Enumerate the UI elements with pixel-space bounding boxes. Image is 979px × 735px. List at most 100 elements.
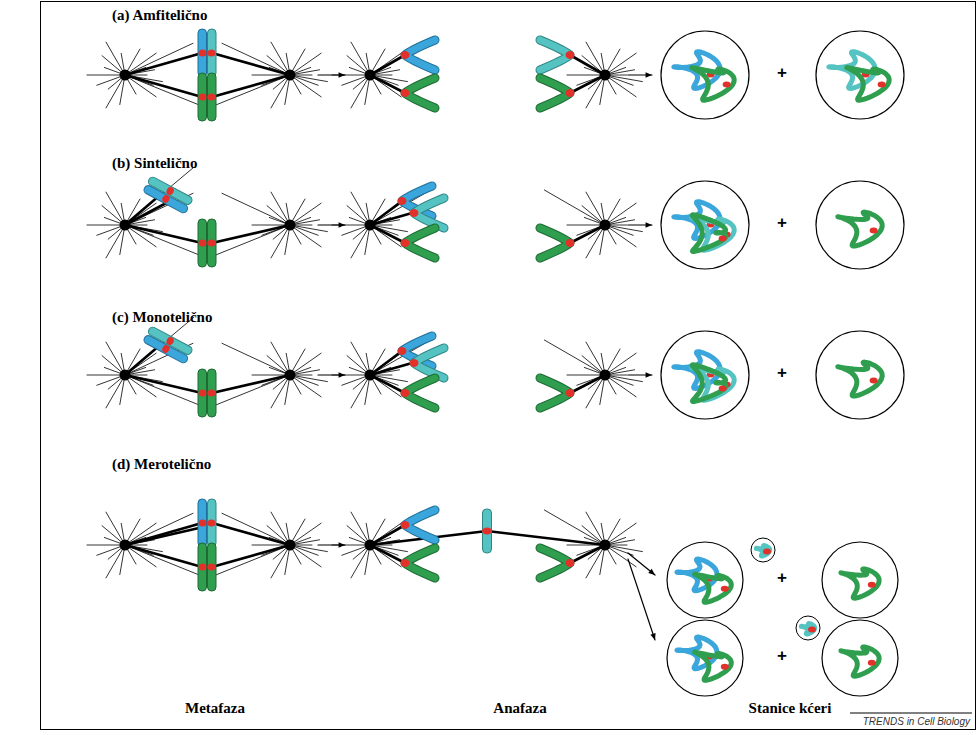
plus-sign: + (777, 214, 787, 233)
centromere (870, 377, 878, 383)
aster-ray (290, 375, 327, 382)
aster-ray (605, 353, 636, 375)
chromatin (692, 215, 726, 252)
aster-ray (332, 545, 370, 546)
source-rule (850, 713, 972, 714)
kinetochore (566, 239, 575, 247)
sister-chromatid (198, 499, 207, 547)
source-note: TRENDS in Cell Biology (863, 716, 970, 727)
aster-ray (290, 545, 327, 552)
aster-ray (290, 225, 321, 247)
sister-chromatid (198, 219, 207, 267)
kinetochore-fiber (570, 225, 605, 243)
aster-ray (605, 225, 636, 247)
aster-ray (87, 75, 125, 76)
daughter-cell (816, 181, 904, 269)
aster-ray (290, 225, 327, 232)
kinetochore-fiber (570, 75, 605, 93)
kinetochore (398, 197, 407, 205)
aster-ray (290, 75, 321, 97)
daughter-cell (816, 31, 904, 119)
daughter-cell (816, 331, 904, 419)
kinetochore-fiber (125, 201, 170, 225)
centromere (878, 81, 886, 87)
sister-chromatid (147, 326, 193, 356)
kinetochore (199, 240, 207, 247)
aster-ray (351, 225, 370, 258)
row-heading: (c) Monotelično (112, 309, 212, 326)
kinetochore (566, 389, 575, 397)
arrow-head (650, 633, 655, 640)
centromere (763, 549, 771, 555)
kinetochore-fiber (212, 53, 290, 75)
daughter-cell (661, 331, 749, 419)
kinetochore (401, 389, 410, 397)
aster-ray (106, 342, 125, 375)
kinetochore (566, 89, 575, 97)
aster-ray (106, 192, 125, 225)
aster-ray (332, 225, 370, 226)
centromere (719, 385, 727, 391)
kinetochore (566, 559, 575, 567)
chromosome (198, 543, 216, 591)
kinetochore-fiber (370, 225, 405, 243)
aster-ray (586, 512, 605, 545)
kinetochore-fiber (212, 545, 290, 567)
micronucleus (796, 616, 820, 640)
arrow-head (646, 72, 652, 77)
arrow-head (646, 372, 652, 377)
kinetochore-fiber (212, 375, 290, 393)
kinetochore-fiber (487, 531, 605, 545)
centromere (721, 586, 729, 592)
aster-ray (106, 545, 125, 578)
sister-chromatid (147, 176, 193, 206)
chromosome (198, 499, 216, 547)
plus-sign: + (777, 569, 787, 588)
kinetochore-fiber (125, 53, 202, 75)
micronucleus (751, 538, 775, 562)
kinetochore (165, 186, 175, 196)
aster-ray (605, 75, 642, 82)
sister-chromatid (208, 73, 217, 121)
aster-ray (605, 375, 636, 397)
kinetochore (398, 347, 407, 355)
centromere (723, 81, 731, 87)
aster-ray (271, 342, 290, 375)
daughter-cell (661, 31, 749, 119)
kinetochore (401, 239, 410, 247)
kinetochore (208, 564, 216, 571)
kinetochore (401, 521, 410, 529)
sister-chromatid (198, 543, 207, 591)
microtubule (222, 343, 290, 375)
kinetochore (208, 240, 216, 247)
kinetochore-fiber (212, 75, 290, 97)
kinetochore-fiber (370, 75, 405, 93)
frame (41, 2, 976, 730)
kinetochore-fiber (370, 363, 412, 375)
aster-ray (351, 42, 370, 75)
microtubule (544, 340, 605, 375)
aster-ray (332, 375, 370, 376)
kinetochore-fiber (570, 545, 605, 563)
kinetochore-fiber (125, 545, 202, 567)
aster-ray (87, 225, 125, 226)
aster-ray (290, 523, 321, 545)
chromatin (841, 647, 879, 676)
kinetochore (165, 336, 175, 346)
microtubule (125, 167, 194, 225)
centromere (868, 660, 876, 666)
kinetochore (208, 94, 216, 101)
sister-chromatid (198, 369, 207, 417)
kinetochore-fiber (370, 375, 405, 393)
chromosome (143, 176, 194, 214)
aster-ray (351, 192, 370, 225)
sister-chromatid (483, 509, 492, 553)
aster-ray (290, 203, 321, 225)
aster-ray (605, 545, 642, 552)
sister-chromatid (208, 219, 217, 267)
kinetochore (401, 559, 410, 567)
aster-ray (605, 375, 642, 382)
kinetochore (208, 50, 216, 57)
kinetochore (161, 194, 171, 204)
kinetochore-fiber (212, 225, 290, 243)
